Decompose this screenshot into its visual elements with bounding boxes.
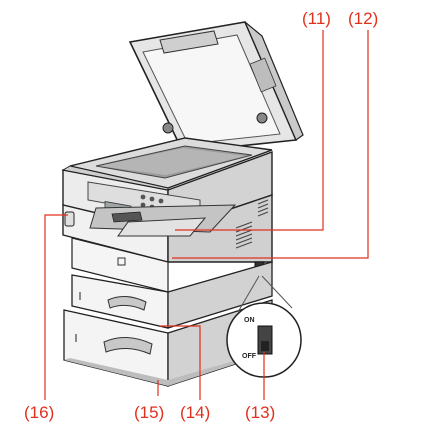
callout-15: (15) xyxy=(134,403,165,422)
callout-12: (12) xyxy=(348,9,379,28)
callout-16: (16) xyxy=(24,403,55,422)
callout-13: (13) xyxy=(245,403,276,422)
switch-on-label: ON xyxy=(244,317,255,324)
printer-body xyxy=(62,194,273,293)
leader-lines xyxy=(44,30,369,400)
leader-16 xyxy=(44,214,68,400)
leader-14 xyxy=(160,325,201,400)
leader-11 xyxy=(175,30,324,231)
switch-off-label: OFF xyxy=(242,353,257,360)
leader-12 xyxy=(172,30,369,259)
document-feeder-lid xyxy=(128,21,304,153)
callout-11: (11) xyxy=(302,9,331,28)
callout-14: (14) xyxy=(180,403,211,422)
paper-drawer-1 xyxy=(71,261,273,329)
side-vent xyxy=(235,199,269,249)
